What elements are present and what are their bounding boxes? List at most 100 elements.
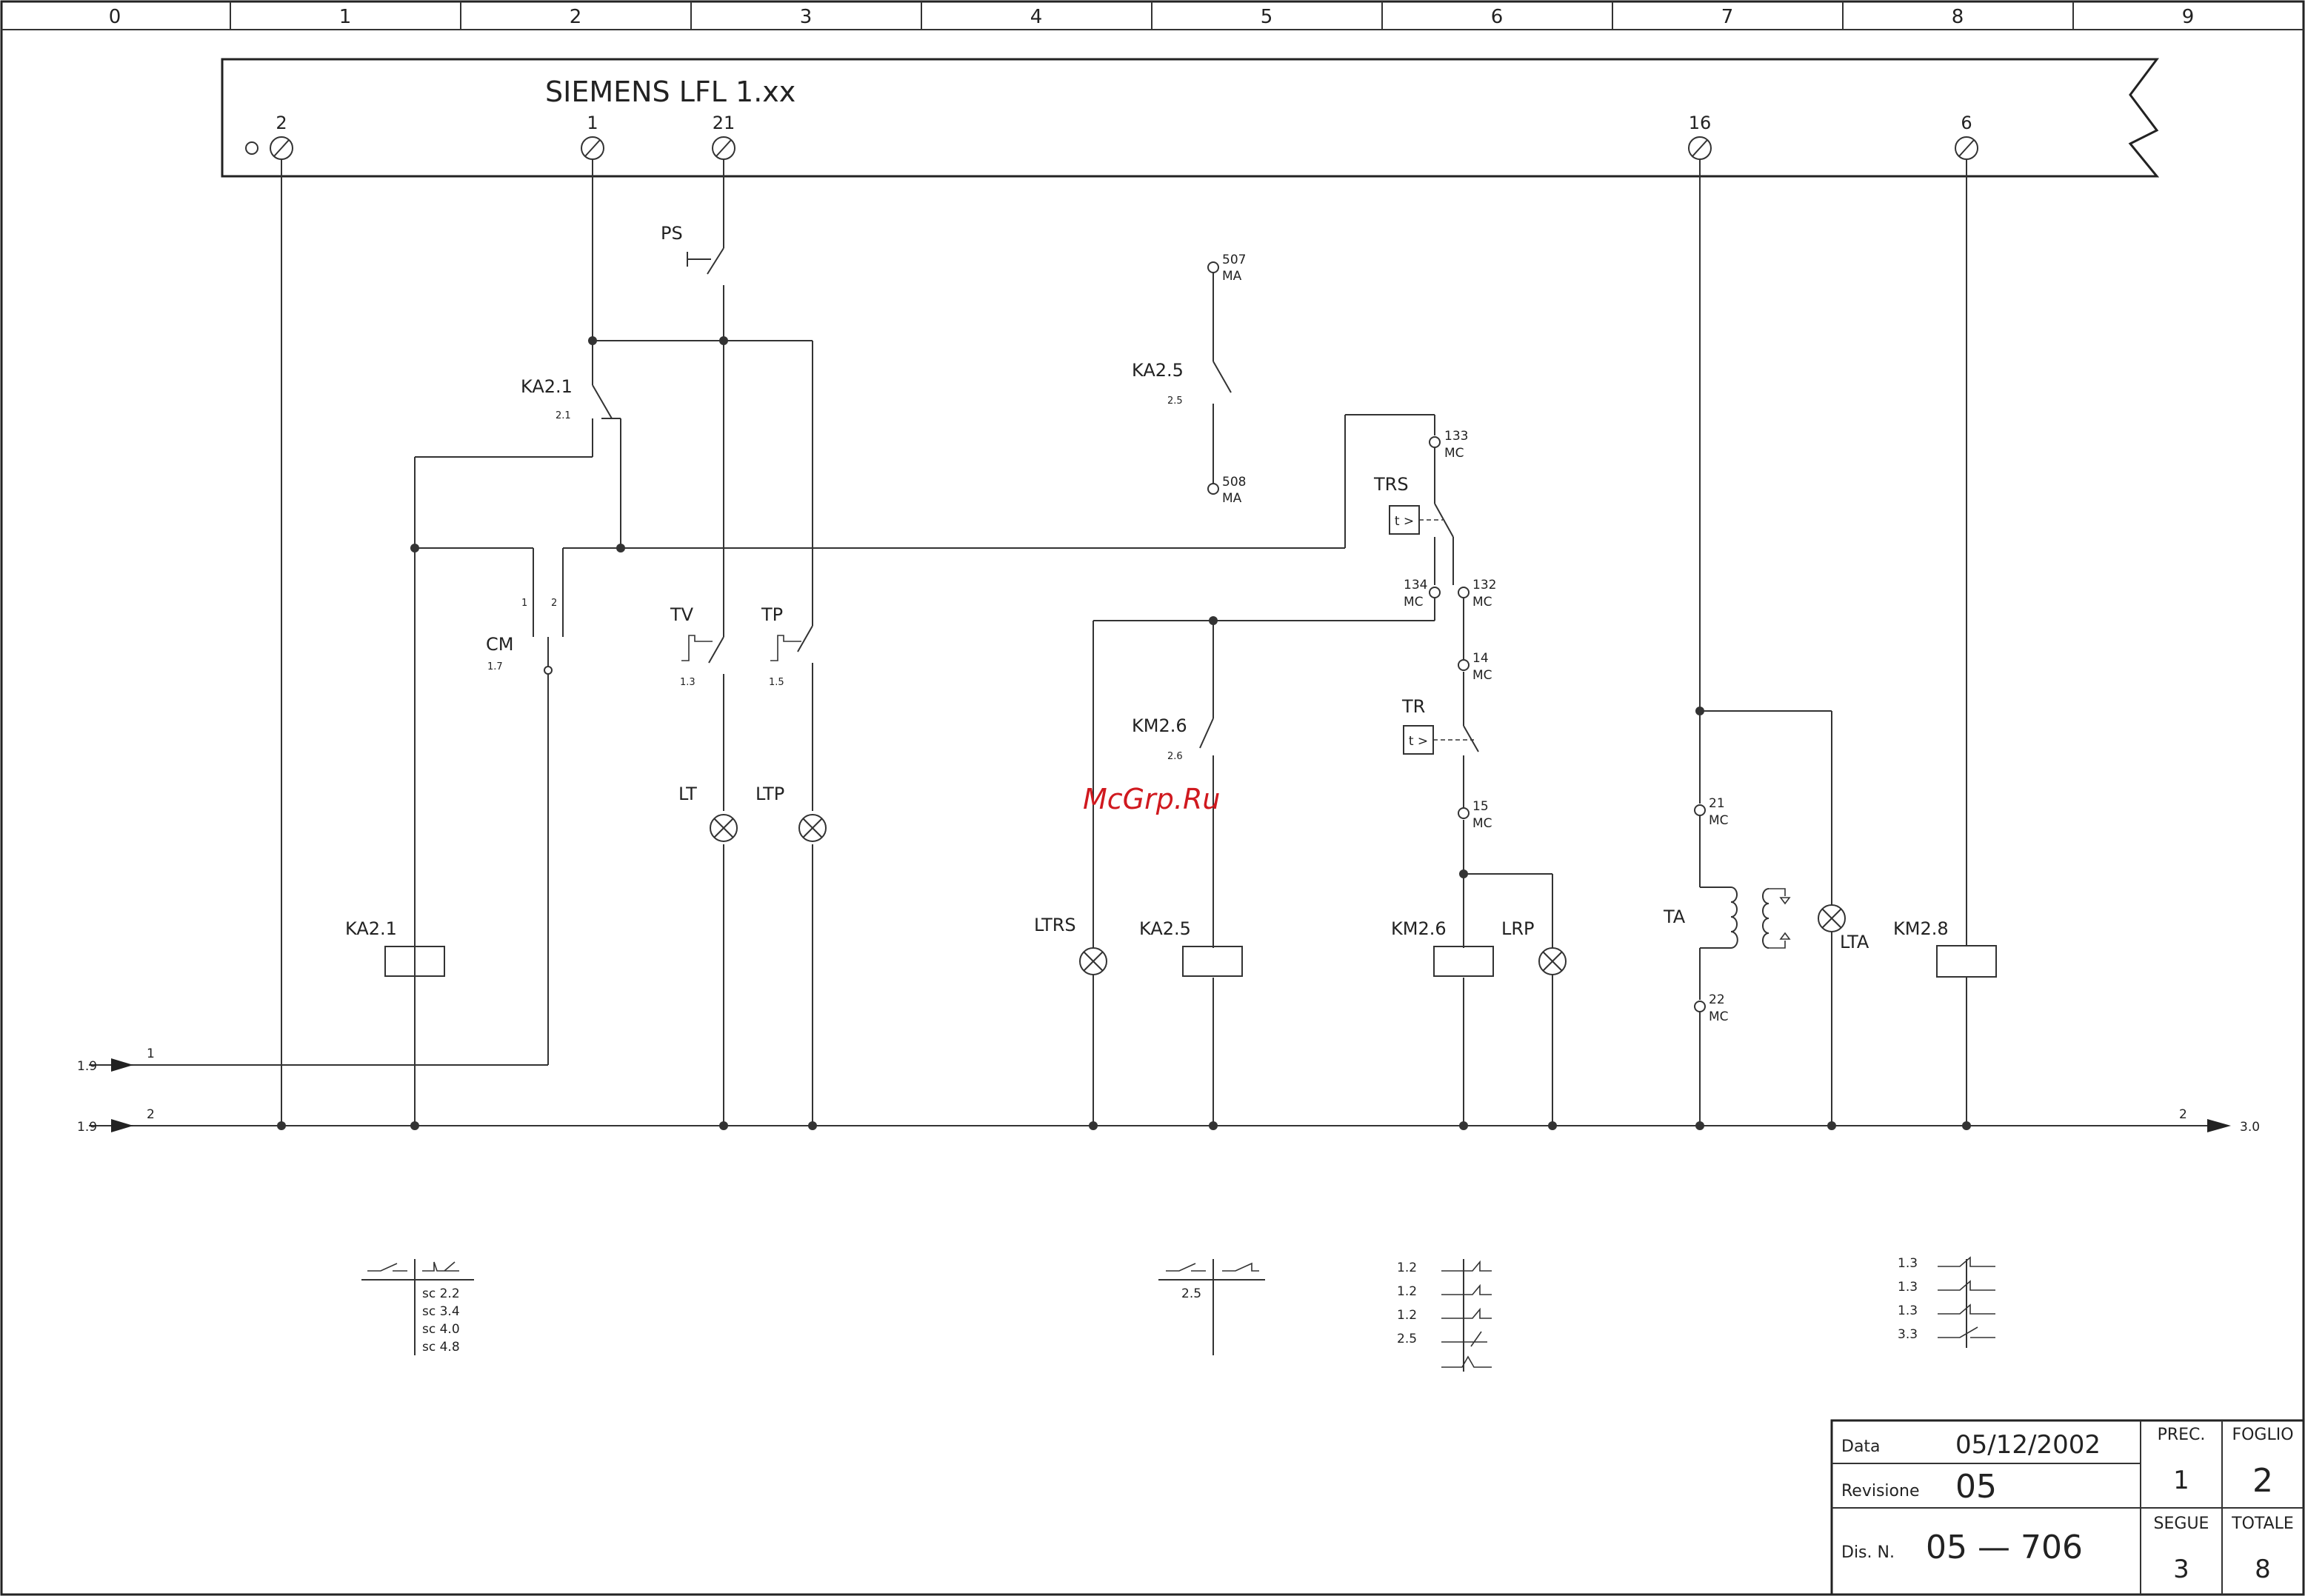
column-number: 0 <box>109 6 121 28</box>
rail1-ref: 1.9 <box>77 1059 97 1074</box>
device-title: SIEMENS LFL 1.xx <box>545 76 795 108</box>
cm-pin1: 1 <box>521 598 527 609</box>
km28-coil: KM2.8 <box>1893 918 1997 978</box>
column-number: 3 <box>800 6 813 28</box>
ka21-contact-ref: 2.1 <box>556 410 571 421</box>
terminal-label: 2 <box>276 113 287 133</box>
t133-mc: MC <box>1444 446 1464 461</box>
foglio-value: 2 <box>2252 1462 2273 1500</box>
crossref-item: 1.3 <box>1898 1303 1918 1318</box>
trs-relay: 133 MC TRS t > 134 MC 132 MC <box>1373 429 1496 610</box>
t22-mc: MC <box>1709 1009 1729 1024</box>
terminal-label: 16 <box>1689 113 1712 133</box>
device-terminals: 2 1 21 16 6 <box>270 113 1978 160</box>
ta-transformer: 21 MC TA 22 MC <box>1663 796 1791 1024</box>
terminal-6: 6 <box>1955 113 1978 160</box>
t508-label: 508 <box>1222 475 1246 490</box>
ps-label: PS <box>661 223 683 244</box>
segue-label: SEGUE <box>2154 1515 2209 1533</box>
crossref-item: sc 3.4 <box>422 1304 460 1319</box>
ka21-coil: KA2.1 <box>345 918 445 977</box>
t134-label: 134 <box>1404 578 1427 592</box>
ka25-contact: 507 MA KA2.5 2.5 508 MA <box>1132 253 1246 506</box>
crossref-km26: 1.2 1.2 1.2 2.5 <box>1397 1259 1492 1372</box>
rail2-num: 2 <box>147 1107 155 1122</box>
drawing-number: 05 — 706 <box>1926 1529 2083 1566</box>
t134-mc: MC <box>1404 595 1424 610</box>
totale-label: TOTALE <box>2231 1515 2294 1533</box>
drawing-label: Dis. N. <box>1841 1543 1895 1562</box>
prec-label: PREC. <box>2158 1426 2206 1444</box>
crossref-ka25: 2.5 <box>1158 1259 1265 1355</box>
column-number: 2 <box>570 6 582 28</box>
ltrs-label: LTRS <box>1034 915 1076 935</box>
column-number: 1 <box>339 6 352 28</box>
column-number: 6 <box>1491 6 1504 28</box>
ltp-label: LTP <box>755 784 784 804</box>
lta-label: LTA <box>1840 932 1869 952</box>
lrp-lamp: LRP <box>1501 918 1567 975</box>
crossref-item: 2.5 <box>1397 1332 1417 1346</box>
tp-ref: 1.5 <box>769 677 784 688</box>
t133-label: 133 <box>1444 429 1468 444</box>
terminal-21: 21 <box>712 113 735 160</box>
t14-mc: MC <box>1472 668 1492 683</box>
ka21-contact-label: KA2.1 <box>521 376 573 397</box>
tv-thermostat: TV 1.3 <box>670 604 713 688</box>
cm-selector: CM 1.7 1 2 <box>486 598 557 675</box>
t14-label: 14 <box>1472 651 1489 666</box>
km26-coil-label: KM2.6 <box>1391 918 1447 939</box>
data-label: Data <box>1841 1438 1881 1456</box>
rail2-ref: 1.9 <box>77 1120 97 1135</box>
watermark: McGrp.Ru <box>1083 783 1220 815</box>
crossref-item: 1.2 <box>1397 1261 1417 1275</box>
t132-label: 132 <box>1472 578 1496 592</box>
tr-timer-symbol: t > <box>1409 734 1428 749</box>
title-block: Data 05/12/2002 Revisione 05 Dis. N. 05 … <box>1830 1419 2305 1596</box>
lt-lamp: LT <box>678 784 738 842</box>
ka21-coil-label: KA2.1 <box>345 918 397 939</box>
junction-dots <box>277 336 1971 1130</box>
rail2-out-ref: 3.0 <box>2240 1120 2260 1135</box>
crossref-item: sc 4.8 <box>422 1340 460 1355</box>
crossref-ka21: sc 2.2 sc 3.4 sc 4.0 sc 4.8 <box>361 1259 474 1355</box>
rail2-out-num: 2 <box>2179 1107 2187 1122</box>
t22-label: 22 <box>1709 992 1725 1007</box>
t21-label: 21 <box>1709 796 1725 811</box>
rail2-arrow-icon <box>111 1119 133 1132</box>
terminal-label: 6 <box>1961 113 1972 133</box>
tv-ref: 1.3 <box>680 677 695 688</box>
km26-contact-label: KM2.6 <box>1132 715 1187 736</box>
terminal-1: 1 <box>581 113 604 160</box>
tv-label: TV <box>670 604 694 625</box>
lrp-label: LRP <box>1501 918 1535 939</box>
segue-value: 3 <box>2173 1555 2189 1584</box>
ltrs-lamp: LTRS <box>1034 915 1107 975</box>
rail1-arrow-icon <box>111 1058 133 1072</box>
data-value: 05/12/2002 <box>1955 1430 2101 1460</box>
ka25-contact-ref: 2.5 <box>1167 395 1183 407</box>
column-numbers: 0 1 2 3 4 5 6 7 8 9 <box>109 6 2195 28</box>
ta-label: TA <box>1663 906 1686 927</box>
cm-label: CM <box>486 634 513 655</box>
km26-coil: KM2.6 <box>1391 918 1494 977</box>
km26-contact: KM2.6 2.6 <box>1132 715 1187 762</box>
tr-relay: 14 MC TR t > 15 MC <box>1401 651 1492 831</box>
km28-coil-label: KM2.8 <box>1893 918 1949 939</box>
trs-label: TRS <box>1373 474 1409 495</box>
cm-pin2: 2 <box>551 598 557 609</box>
t15-label: 15 <box>1472 799 1489 814</box>
totale-value: 8 <box>2255 1555 2271 1584</box>
terminal-2: 2 <box>270 113 293 160</box>
t132-mc: MC <box>1472 595 1492 610</box>
ltp-lamp: LTP <box>755 784 827 842</box>
ka25-contact-label: KA2.5 <box>1132 360 1184 381</box>
device-box: SIEMENS LFL 1.xx <box>221 58 2160 178</box>
crossref-item: 1.3 <box>1898 1280 1918 1295</box>
t507-ma: MA <box>1222 269 1242 284</box>
ka25-coil: KA2.5 <box>1139 918 1243 977</box>
ps-switch: PS <box>661 223 711 267</box>
km26-contact-ref: 2.6 <box>1167 751 1183 762</box>
